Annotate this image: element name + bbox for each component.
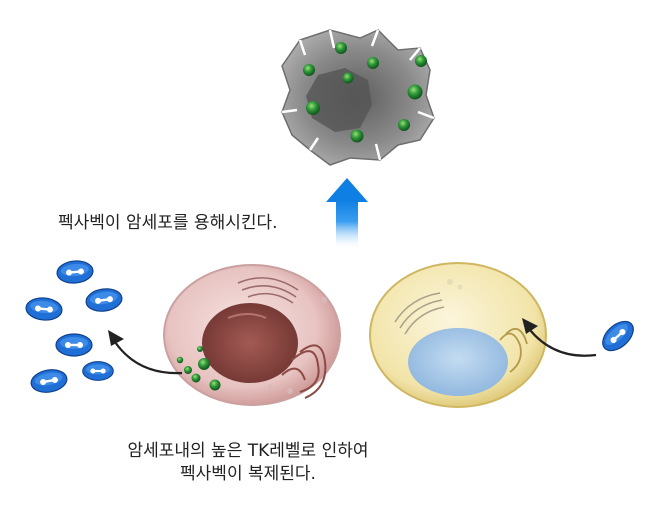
endoplasmic-reticulum	[281, 344, 327, 399]
golgi-apparatus	[394, 292, 445, 335]
virus-particle-icon	[55, 333, 93, 357]
cancer-cell	[163, 264, 341, 406]
virus-particle-icon	[84, 286, 124, 314]
up-arrow-icon	[326, 178, 368, 248]
normal-cell	[369, 262, 547, 408]
virus-particle-icon	[28, 366, 70, 396]
replication-caption-line-1: 암세포내의 높은 TK레벨로 인하여	[127, 441, 369, 461]
virus-particle-icon	[24, 295, 64, 323]
golgi-apparatus	[237, 277, 299, 304]
replication-caption-line-2: 펙사벡이 복제된다.	[180, 464, 316, 484]
virus-particle-icon	[82, 361, 114, 381]
replication-caption: 암세포내의 높은 TK레벨로 인하여 펙사벡이 복제된다.	[88, 440, 408, 486]
lysed-cancer-cell-debris	[281, 29, 435, 166]
virus-release-arrow	[108, 330, 183, 375]
virus-particle-icon	[55, 258, 95, 286]
virus-entry-arrow	[522, 318, 597, 357]
virus-particle-icon	[596, 315, 640, 357]
lysis-caption: 펙사벡이 암세포를 용해시킨다.	[58, 213, 278, 233]
endoplasmic-reticulum	[499, 327, 528, 373]
